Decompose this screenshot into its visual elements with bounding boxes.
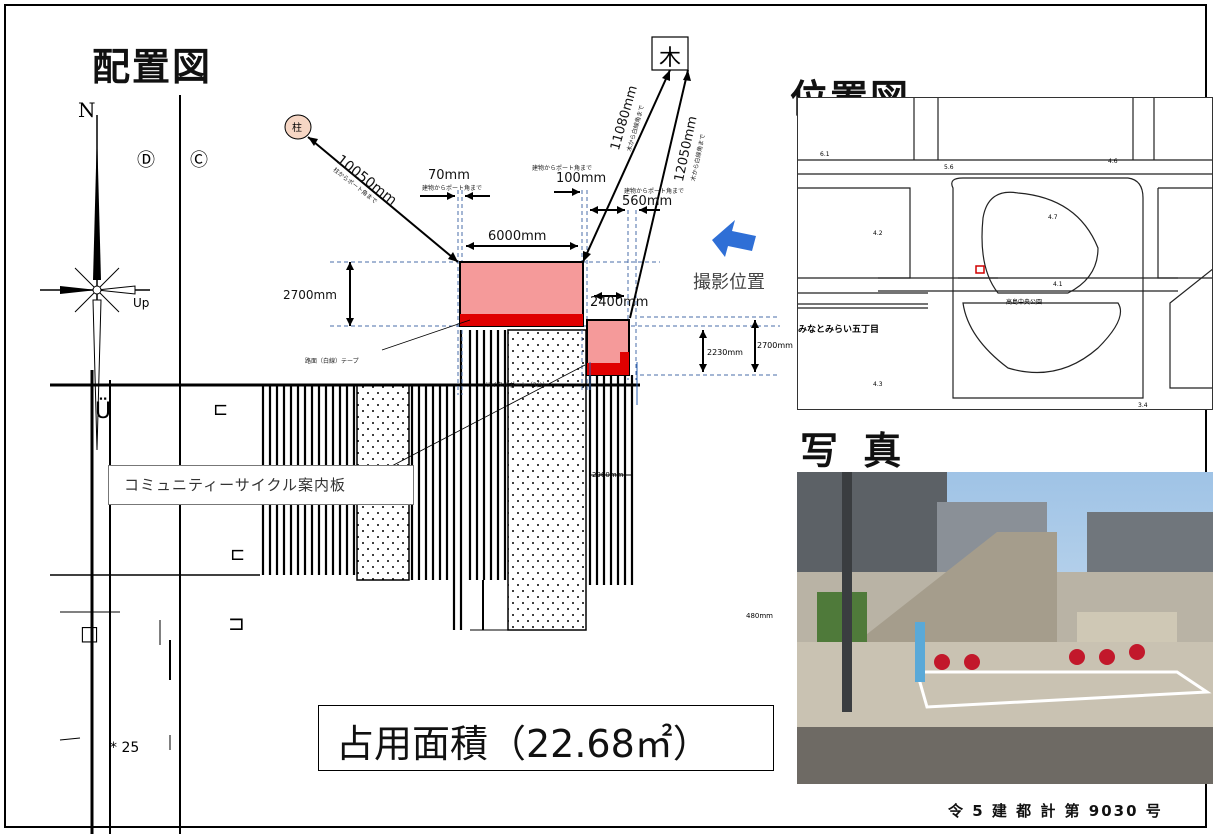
svg-text:Ⓒ: Ⓒ [190,150,208,171]
svg-text:Ⓓ: Ⓓ [137,150,155,171]
compass-rose-icon [40,115,150,451]
map-num-61: 6.1 [820,151,830,158]
dim-100: 100mm [556,171,607,186]
layout-plan-drawing: Ⓓ Ⓒ Ü ⊏ ⊏ ⊐ □ * 25 [40,36,780,834]
document-number: 令 5 建 都 計 第 9030 号 [948,802,1163,820]
svg-text:Ü: Ü [95,398,111,424]
road-tape-label: 路面（白線）テープ [305,358,359,365]
map-num-34: 3.4 [1138,402,1148,409]
occupied-area-box [318,705,774,771]
svg-text:⊏: ⊏ [230,544,245,565]
svg-text:□: □ [80,621,99,645]
guide-board-label: コミュニティーサイクル案内板 [124,476,347,494]
dim-560: 560mm [622,194,673,209]
map-num-43: 4.3 [873,381,883,388]
svg-text:⊏: ⊏ [213,399,228,420]
occupied-area-label: 占用面積（22.68㎡） [336,722,711,766]
dim-2700: 2700mm [283,288,337,302]
dim-6000: 6000mm [488,229,547,244]
layout-plan-title: 配置図 [92,45,213,89]
map-num-46: 4.6 [1108,158,1118,165]
location-map: 6.1 5.6 4.6 4.2 4.7 4.1 高島中央公園 みなとみらい五丁目… [797,97,1213,410]
dim-2400: 2400mm [590,295,649,310]
photo-title: 写 真 [800,429,908,473]
map-num-42: 4.2 [873,230,883,237]
svg-text:* 25: * 25 [110,740,139,756]
dim-2700-b: 2700mm [757,341,793,350]
dim-2230: 2230mm [707,348,743,357]
page-frame [4,4,1207,828]
north-label: N [78,98,96,122]
shoot-position-label: 撮影位置 [693,272,765,293]
block-name-label: みなとみらい五丁目 [798,325,880,335]
map-num-47: 4.7 [1048,214,1058,221]
svg-text:⊐: ⊐ [228,611,245,635]
shoot-direction-arrow [712,220,756,257]
tree-label: 木 [659,46,682,71]
site-photo [797,472,1213,784]
guide-board-callout [108,465,414,505]
map-num-56: 5.6 [944,164,954,171]
up-label: Up [133,296,150,310]
park-label: 高島中央公園 [1006,299,1043,306]
dim-70-note: 建物からポート角まで [422,185,483,192]
dim-2960: 2960mm [592,471,624,479]
cycle-port-label: サイクルポート（3台） [485,382,549,389]
pillar-label: 柱 [292,123,302,134]
dim-70: 70mm [428,168,470,183]
dim-100-note: 建物からポート角まで [532,165,593,172]
dim-480: 480mm [746,612,773,620]
map-num-41: 4.1 [1053,281,1063,288]
dim-560-note: 建物からポート角まで [624,188,685,195]
